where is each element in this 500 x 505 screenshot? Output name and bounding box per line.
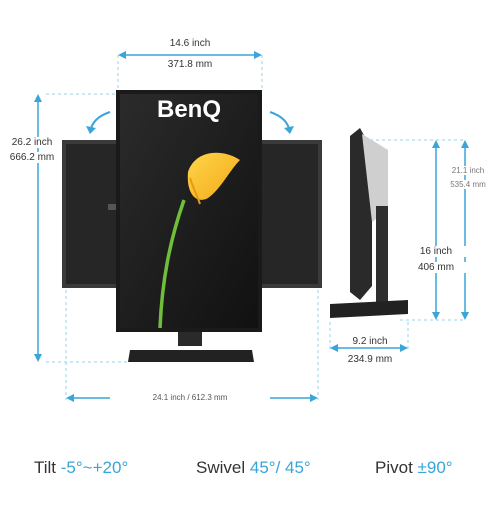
side-view-monitor [330,128,408,318]
portrait-monitor [116,90,262,362]
tilt-label: Tilt [34,458,57,477]
depth-mm-label: 234.9 mm [347,354,393,365]
rotated-width-label: 24.1 inch / 612.3 mm [110,393,270,402]
pivot-value: ±90° [417,458,453,477]
height-mm-label: 666.2 mm [2,152,62,163]
tilt-value: -5°~+20° [60,458,129,477]
max-height-mm-label: 535.4 mm [440,180,496,189]
pivot-label: Pivot [375,458,413,477]
depth-inch-label: 9.2 inch [352,336,388,347]
swivel-value: 45°/ 45° [249,458,311,477]
brand-logo: BenQ [156,96,221,123]
rotate-arrows [86,111,294,134]
width-mm-label: 371.8 mm [167,59,213,70]
max-height-inch-label: 21.1 inch [440,166,496,175]
height-inch-label: 26.2 inch [2,137,62,148]
swivel-spec: Swivel 45°/ 45° [196,458,311,478]
tilt-spec: Tilt -5°~+20° [34,458,128,478]
adjust-inch-label: 16 inch [406,246,466,257]
swivel-label: Swivel [196,458,246,477]
pivot-spec: Pivot ±90° [375,458,453,478]
width-inch-label: 14.6 inch [169,38,211,49]
guide-lines [46,55,465,400]
adjustment-specs: Tilt -5°~+20° Swivel 45°/ 45° Pivot ±90° [0,450,500,490]
adjust-mm-label: 406 mm [406,262,466,273]
